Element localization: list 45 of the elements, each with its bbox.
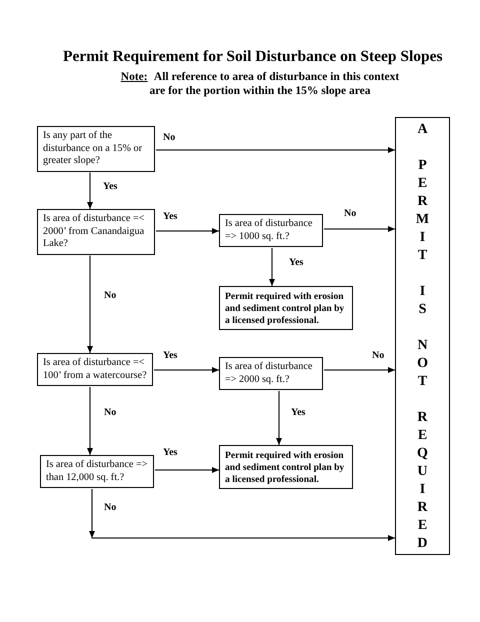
result-text: Permit required with erosion and sediment control plan by a licensed professional. <box>225 291 346 326</box>
edge-label: No <box>104 407 116 419</box>
result-box <box>219 445 353 490</box>
edge-label: No <box>104 290 116 302</box>
edge-label: No <box>372 350 384 362</box>
arrow <box>154 367 220 373</box>
arrow <box>269 248 275 286</box>
edge-label: Yes <box>103 181 118 193</box>
decision-box <box>219 214 323 247</box>
result-box <box>219 286 353 330</box>
edge-label: Yes <box>163 447 178 459</box>
result-column <box>395 117 450 555</box>
edge-label: Yes <box>163 211 178 223</box>
arrow <box>156 228 220 234</box>
arrow <box>87 386 93 456</box>
decision-box <box>219 357 323 390</box>
arrow <box>276 390 282 446</box>
arrow <box>87 255 93 354</box>
arrow <box>324 367 396 373</box>
result-text: Permit required with erosion and sediment control plan by a licensed professional. <box>225 450 346 486</box>
arrow <box>156 147 396 153</box>
edge-label: Yes <box>291 407 306 419</box>
question-text: Is area of disturbance =< 2000’ from Canandaigua Lake? <box>43 213 146 250</box>
diagram-title: Permit Requirement for Soil Disturbance on Steep Slopes <box>63 48 443 66</box>
edge-label: No <box>344 208 356 220</box>
edge-label: No <box>104 502 116 514</box>
arrow <box>87 172 93 210</box>
question-text: Is area of disturbance =< 100’ from a watercourse? <box>43 357 148 382</box>
decision-box <box>37 353 153 386</box>
note-text: All reference to area of disturbance in this context are for the portion within the 15% slope area <box>149 71 400 97</box>
edge-label: No <box>163 132 176 144</box>
question-text: Is area of disturbance => 1000 sq. ft.? <box>225 218 314 243</box>
decision-box <box>37 209 155 254</box>
question-text: Is area of disturbance => 2000 sq. ft.? <box>225 361 314 386</box>
edge-label: Yes <box>289 257 304 269</box>
arrow <box>89 488 396 541</box>
note-label: Note: <box>120 71 148 83</box>
arrow <box>324 226 396 232</box>
question-text: Is any part of the disturbance on a 15% or greater slope? <box>43 130 144 168</box>
arrow <box>154 467 220 473</box>
edge-label: Yes <box>163 350 178 362</box>
decision-box <box>37 126 155 172</box>
vertical-text: A PERMIT IS NOT REQUIRED <box>416 121 430 553</box>
question-text: Is area of disturbance => than 12,000 sq. ft.? <box>46 459 148 484</box>
decision-box <box>40 455 154 488</box>
